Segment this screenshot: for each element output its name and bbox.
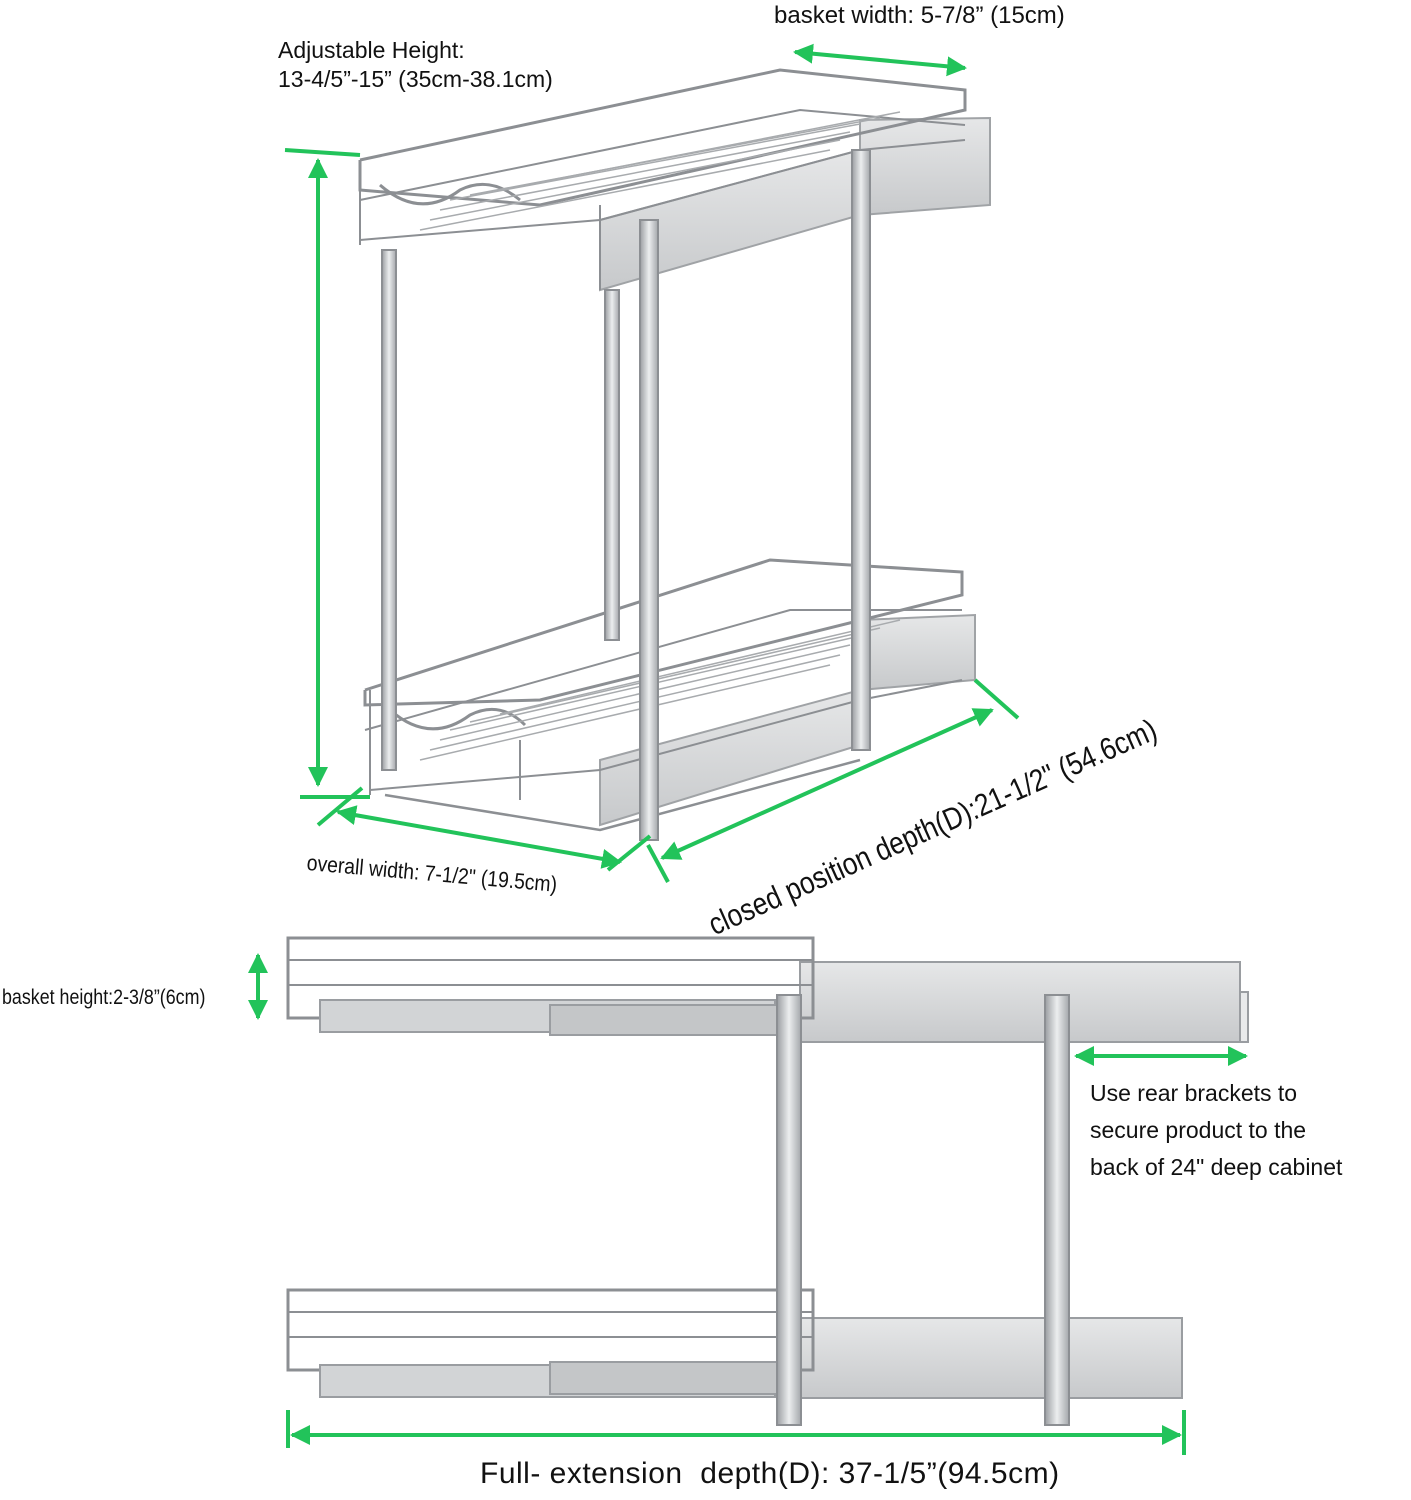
dimension-lines-bottom [248, 953, 1248, 1455]
upper-basket [358, 68, 967, 290]
adjustable-height-value: 13-4/5”-15” (35cm-38.1cm) [278, 66, 553, 92]
side-post-rear [1044, 994, 1070, 1426]
full-extension-label: Full- extension depth(D): 37-1/5”(94.5cm… [480, 1457, 1060, 1490]
adjustable-height-title: Adjustable Height: [278, 37, 465, 63]
overall-width-arrow [336, 805, 622, 869]
front-post-right [851, 149, 871, 751]
outer-slide-bottom [799, 1317, 1183, 1399]
organizer-isometric [358, 68, 991, 841]
rear-brackets-line-1: Use rear brackets to [1090, 1080, 1298, 1106]
basket-width-arrow [793, 43, 967, 77]
front-post-left [639, 219, 659, 841]
closed-depth-tick-left [646, 844, 670, 883]
rear-post-right [604, 289, 620, 641]
basket-height-label: basket height:2-3/8”(6cm) [2, 986, 206, 1009]
overall-width-tick-left [316, 786, 364, 827]
rear-brackets-line-3: back of 24" deep cabinet [1090, 1154, 1343, 1180]
outer-slide-top [799, 961, 1241, 1043]
dimension-lines-top [284, 43, 1020, 883]
overall-width-tick-right [606, 834, 652, 872]
organizer-side-view [286, 936, 1249, 1426]
lower-basket-side [286, 1288, 815, 1372]
rear-panel-top [859, 116, 991, 217]
height-tick-top [284, 148, 361, 157]
closed-depth-arrow [660, 708, 994, 860]
rear-brackets-note: Use rear brackets to secure product to t… [1090, 1075, 1342, 1186]
rear-brackets-line-2: secure product to the [1090, 1117, 1307, 1143]
side-post-front [776, 994, 802, 1426]
basket-width-label: basket width: 5-7/8” (15cm) [774, 2, 1065, 29]
rear-panel-bottom [859, 613, 976, 692]
closed-depth-tick-right [973, 678, 1020, 720]
rear-post-left [381, 249, 397, 771]
